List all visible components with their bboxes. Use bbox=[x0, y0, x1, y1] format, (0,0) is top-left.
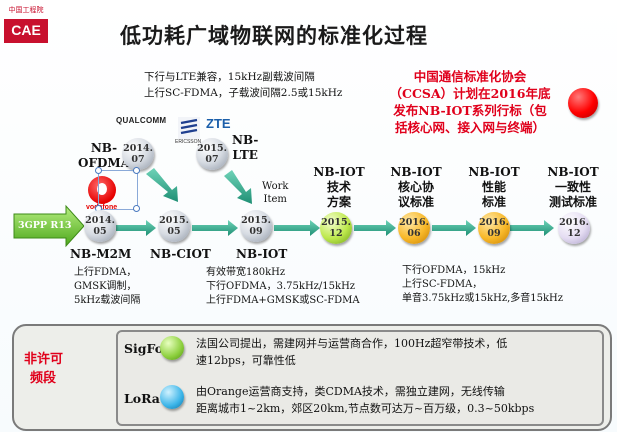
node-2016-06: 2016.06 bbox=[398, 212, 430, 244]
label-nb-ofdma: NB- OFDMA bbox=[78, 141, 130, 170]
note-iot: 有效带宽180kHz 下行OFDMA，3.75kHz/15kHz 上行FDMA+… bbox=[206, 267, 360, 306]
arrow-lte-iot bbox=[224, 170, 252, 204]
arrow-ofdma-ciot bbox=[146, 168, 178, 202]
zte-logo: ZTE bbox=[206, 116, 231, 131]
selection-box bbox=[98, 170, 138, 210]
arrow-ciot-iot bbox=[192, 220, 238, 236]
label-nb-iot-tech: NB-IOT 技术 方案 bbox=[313, 165, 365, 209]
unlicensed-label: 非许可 频段 bbox=[24, 352, 64, 386]
arrow-m2m-ciot bbox=[116, 220, 156, 236]
ccsa-line1: 中国通信标准化协会 bbox=[413, 69, 527, 84]
top-note-line1: 下行与LTE兼容，15kHz副载波间隔 bbox=[144, 71, 315, 83]
note-m2m: 上行FDMA， GMSK调制， 5kHz载波间隔 bbox=[74, 267, 141, 306]
unlicensed-inner-panel bbox=[116, 330, 604, 426]
label-nb-m2m: NB-M2M bbox=[70, 247, 132, 261]
sigfox-ball bbox=[160, 336, 184, 360]
label-nb-iot-conf: NB-IOT 一致性 测试标准 bbox=[547, 165, 599, 209]
qualcomm-logo: QUALCOMM bbox=[116, 116, 167, 125]
node-2016-09: 2016.09 bbox=[478, 212, 510, 244]
selection-handle bbox=[133, 167, 140, 174]
logo-top-text: 中国工程院 bbox=[8, 6, 44, 14]
node-2015-05: 2015.05 bbox=[158, 210, 190, 242]
arrow-12-06 bbox=[354, 220, 396, 236]
node-2014-07: 2014.07 bbox=[122, 138, 154, 170]
node-2015-12: 2015.12 bbox=[320, 212, 352, 244]
cae-logo: 中国工程院 CAE bbox=[4, 3, 48, 43]
label-nb-iot: NB-IOT bbox=[236, 247, 288, 261]
ccsa-note: 中国通信标准化协会 （CCSA）计划在2016年底 发布NB-IOT系列行标（包… bbox=[372, 68, 568, 136]
sigfox-desc: 法国公司提出，需建网并与运营商合作，100Hz超窄带技术，低 速12bps，可靠… bbox=[196, 337, 508, 367]
ccsa-line2: （CCSA）计划在2016年底 bbox=[389, 86, 551, 101]
logo-main-text: CAE bbox=[11, 22, 41, 38]
sigfox-name: SigFox bbox=[124, 341, 171, 356]
label-work-item: Work Item bbox=[262, 181, 289, 205]
node-2014-05: 2014.05 bbox=[84, 210, 116, 242]
gpp-label: 3GPP R13 bbox=[18, 220, 72, 231]
label-nb-iot-perf: NB-IOT 性能 标准 bbox=[468, 165, 520, 209]
lora-name: LoRa bbox=[124, 391, 160, 406]
arrow-09-12 bbox=[510, 220, 554, 236]
note-std: 下行OFDMA，15kHz 上行SC-FDMA， 单音3.75kHz或15kHz… bbox=[402, 265, 564, 304]
lora-ball bbox=[160, 385, 184, 409]
vodafone-logo-icon bbox=[88, 176, 116, 204]
label-nb-lte: NB- LTE bbox=[232, 133, 259, 162]
top-note-line2: 上行SC-FDMA，子载波间隔2.5或15kHz bbox=[144, 87, 343, 99]
label-nb-ciot: NB-CIOT bbox=[150, 247, 211, 261]
lora-desc: 由Orange运营商支持，类CDMA技术，需独立建网，无线传输 距离城市1~2k… bbox=[196, 385, 535, 415]
label-nb-iot-core: NB-IOT 核心协 议标准 bbox=[390, 165, 442, 209]
gpp-arrow bbox=[13, 204, 85, 248]
node-2015-09: 2015.09 bbox=[240, 210, 272, 242]
ccsa-line3: 发布NB-IOT系列行标（包 bbox=[393, 103, 547, 118]
arrow-iot-12 bbox=[274, 220, 320, 236]
ccsa-line4: 括核心网、接入网与终端） bbox=[394, 120, 545, 135]
ericsson-text: ERICSSON bbox=[175, 139, 202, 145]
ericsson-logo-icon bbox=[178, 117, 200, 139]
selection-handle bbox=[95, 167, 102, 174]
red-status-ball bbox=[568, 88, 598, 118]
selection-handle bbox=[133, 205, 140, 212]
node-2015-07: 2015.07 bbox=[196, 138, 228, 170]
page-title: 低功耗广域物联网的标准化过程 bbox=[120, 23, 428, 48]
node-2016-12: 2016.12 bbox=[558, 212, 590, 244]
arrow-06-09 bbox=[432, 220, 476, 236]
